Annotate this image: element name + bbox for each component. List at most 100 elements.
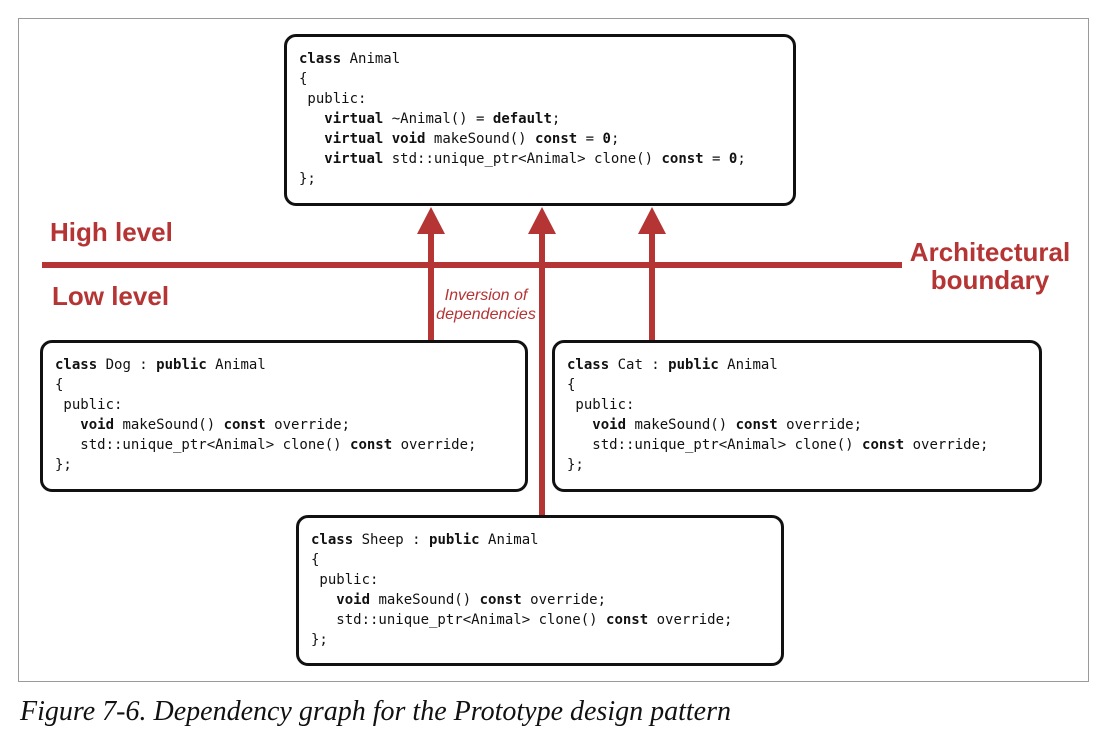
code-text [299, 151, 324, 167]
code-text: ; [610, 131, 620, 147]
code-keyword: const [862, 437, 905, 453]
code-line: virtual ~Animal() = default; [299, 109, 783, 129]
code-text: override; [904, 437, 989, 453]
code-keyword: class [311, 532, 354, 548]
cat-arrowhead [638, 207, 666, 234]
cat-class-box: class Cat : public Animal{ public: void … [552, 340, 1042, 492]
code-line: std::unique_ptr<Animal> clone() const ov… [55, 435, 515, 455]
code-text: Cat : [609, 357, 669, 373]
code-keyword: public [429, 532, 480, 548]
code-keyword: class [55, 357, 98, 373]
code-text: ; [737, 151, 746, 167]
code-text: { [311, 552, 320, 568]
code-text: std::unique_ptr<Animal> clone() [55, 437, 351, 453]
code-text: public: [311, 572, 379, 588]
code-line: public: [299, 89, 783, 109]
code-text: Animal [718, 357, 778, 373]
code-text: Sheep : [353, 532, 430, 548]
code-keyword: void [391, 131, 426, 147]
code-keyword: const [735, 417, 778, 433]
code-keyword: virtual [324, 151, 384, 167]
sheep-arrowhead [528, 207, 556, 234]
code-text: std::unique_ptr<Animal> clone() [567, 437, 863, 453]
code-line: { [299, 69, 783, 89]
code-text: std::unique_ptr<Animal> clone() [311, 612, 607, 628]
code-line: { [311, 550, 771, 570]
dog-arrowhead [417, 207, 445, 234]
code-line: }; [311, 630, 771, 650]
code-text: makeSound() [370, 592, 480, 608]
code-text: }; [311, 632, 328, 648]
code-text: { [567, 377, 576, 393]
code-text [567, 417, 592, 433]
code-keyword: const [479, 592, 522, 608]
code-text: public: [567, 397, 635, 413]
code-line: class Animal [299, 49, 783, 69]
code-text: override; [777, 417, 863, 433]
code-line: { [567, 375, 1029, 395]
dog-class-box: class Dog : public Animal{ public: void … [40, 340, 528, 492]
architectural-boundary-label: Architectural boundary [906, 238, 1074, 294]
code-keyword: const [223, 417, 266, 433]
code-keyword: default [492, 111, 552, 127]
inversion-label-line-2: dependencies [436, 306, 536, 323]
code-line: public: [567, 395, 1029, 415]
code-line: void makeSound() const override; [311, 590, 771, 610]
code-keyword: virtual [324, 131, 384, 147]
code-text: override; [521, 592, 607, 608]
code-text: Animal [479, 532, 539, 548]
code-line: public: [311, 570, 771, 590]
code-text: Animal [341, 51, 401, 67]
figure-caption: Figure 7-6. Dependency graph for the Pro… [20, 696, 731, 727]
code-text: { [55, 377, 64, 393]
code-line: class Dog : public Animal [55, 355, 515, 375]
code-line: void makeSound() const override; [567, 415, 1029, 435]
code-text: makeSound() [114, 417, 224, 433]
code-text: { [299, 71, 308, 87]
code-text: }; [567, 457, 584, 473]
code-keyword: const [535, 131, 578, 147]
code-text [55, 417, 80, 433]
architectural-boundary-label-line-2: boundary [930, 265, 1050, 295]
code-line: { [55, 375, 515, 395]
code-text: makeSound() [626, 417, 736, 433]
inversion-label-line-1: Inversion of [444, 287, 528, 304]
code-line: public: [55, 395, 515, 415]
high-level-label: High level [50, 217, 173, 247]
architectural-boundary-label-line-1: Architectural [909, 237, 1071, 267]
code-text [383, 131, 391, 147]
code-text [311, 592, 336, 608]
code-text: public: [299, 91, 367, 107]
code-keyword: class [299, 51, 342, 67]
code-keyword: const [661, 151, 704, 167]
inversion-of-dependencies-label: Inversion of dependencies [436, 286, 536, 324]
sheep-class-box: class Sheep : public Animal { public: voi… [296, 515, 784, 666]
code-line: std::unique_ptr<Animal> clone() const ov… [311, 610, 771, 630]
code-text: Dog : [97, 357, 157, 373]
code-keyword: const [606, 612, 649, 628]
code-line: }; [299, 169, 783, 189]
code-keyword: void [592, 417, 627, 433]
code-keyword: 0 [728, 151, 738, 167]
low-level-label: Low level [52, 281, 170, 311]
code-line: virtual void makeSound() const = 0; [299, 129, 783, 149]
code-text: public: [55, 397, 123, 413]
code-text: makeSound() [425, 131, 536, 147]
code-line: }; [567, 455, 1029, 475]
code-keyword: void [336, 592, 371, 608]
code-text: override; [265, 417, 351, 433]
code-text: ; [551, 111, 561, 127]
code-keyword: void [80, 417, 115, 433]
code-line: }; [55, 455, 515, 475]
code-keyword: virtual [324, 111, 384, 127]
code-keyword: const [350, 437, 393, 453]
code-text [299, 131, 324, 147]
code-text: }; [299, 171, 316, 187]
code-line: std::unique_ptr<Animal> clone() const ov… [567, 435, 1029, 455]
code-text: }; [55, 457, 72, 473]
code-text: ~Animal() = [383, 111, 493, 127]
code-keyword: 0 [602, 131, 611, 147]
code-text: = [703, 151, 729, 167]
code-line: class Sheep : public Animal [311, 530, 771, 550]
